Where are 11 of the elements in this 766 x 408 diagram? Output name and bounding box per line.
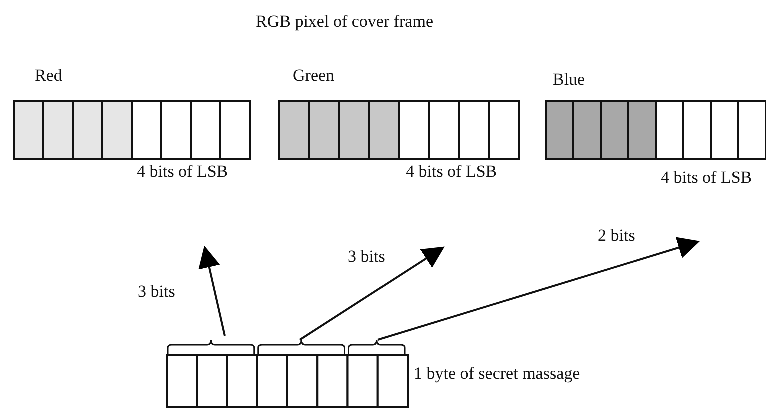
bit-count-note: 4 bits of LSB [661,168,752,188]
bit-count-note: 4 bits of LSB [406,162,498,182]
arrow [198,246,226,336]
channel-name: Green [293,66,335,86]
arrow [299,246,445,341]
channel-name: Red [35,66,62,86]
bit-count-note: 4 bits of LSB [137,162,228,182]
diagram-title: RGB pixel of cover frame [256,12,434,32]
bit-count-note: 1 byte of secret massage [414,364,580,384]
arrow [378,237,700,341]
channel-name: Blue [553,70,586,90]
